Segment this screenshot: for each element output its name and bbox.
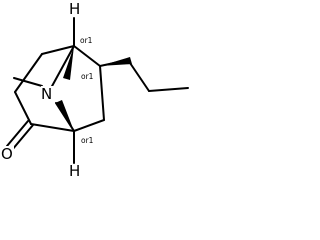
- bond-carbonyl-1: [11, 124, 34, 151]
- bond-n-c1: [50, 45, 75, 89]
- wedge-bond-propyl: [100, 57, 132, 66]
- bond-propyl-3: [148, 87, 189, 92]
- oxygen-label: O: [1, 145, 13, 163]
- bond-c1-c2: [41, 45, 75, 55]
- nitrogen-label-bg: [41, 86, 55, 101]
- bond-c6-c5: [73, 119, 105, 132]
- bond-c4-c5: [30, 123, 75, 132]
- wedge-bond-c5-n: [55, 100, 74, 131]
- hydrogen-bottom-label: H: [69, 162, 80, 180]
- stereo-labels: or1 or1 or1: [80, 36, 94, 145]
- bond-carbonyl-2: [6, 120, 29, 147]
- bond-n-methyl: [13, 77, 43, 87]
- stereo-label-top-bridgehead: or1: [80, 36, 93, 45]
- bond-c1-c7: [73, 45, 101, 67]
- wedge-bond-group: [55, 46, 132, 131]
- bond-propyl-2: [127, 59, 150, 92]
- bond-c3-c4: [14, 91, 32, 125]
- hydrogen-top-label: H: [69, 0, 80, 18]
- stereo-label-propyl-carbon: or1: [81, 72, 94, 81]
- nitrogen-label: N: [41, 85, 52, 103]
- bond-group: [6, 17, 189, 164]
- bond-c7-c6: [99, 65, 105, 121]
- stereo-label-bottom-bridgehead: or1: [81, 136, 94, 145]
- atom-labels: N O H H: [0, 0, 80, 180]
- oxygen-label-bg: [0, 146, 14, 161]
- bond-c2-c3: [14, 53, 43, 93]
- chemical-structure-diagram: N O H H or1 or1 or1: [0, 0, 189, 180]
- wedge-bond-c1-n: [63, 46, 74, 80]
